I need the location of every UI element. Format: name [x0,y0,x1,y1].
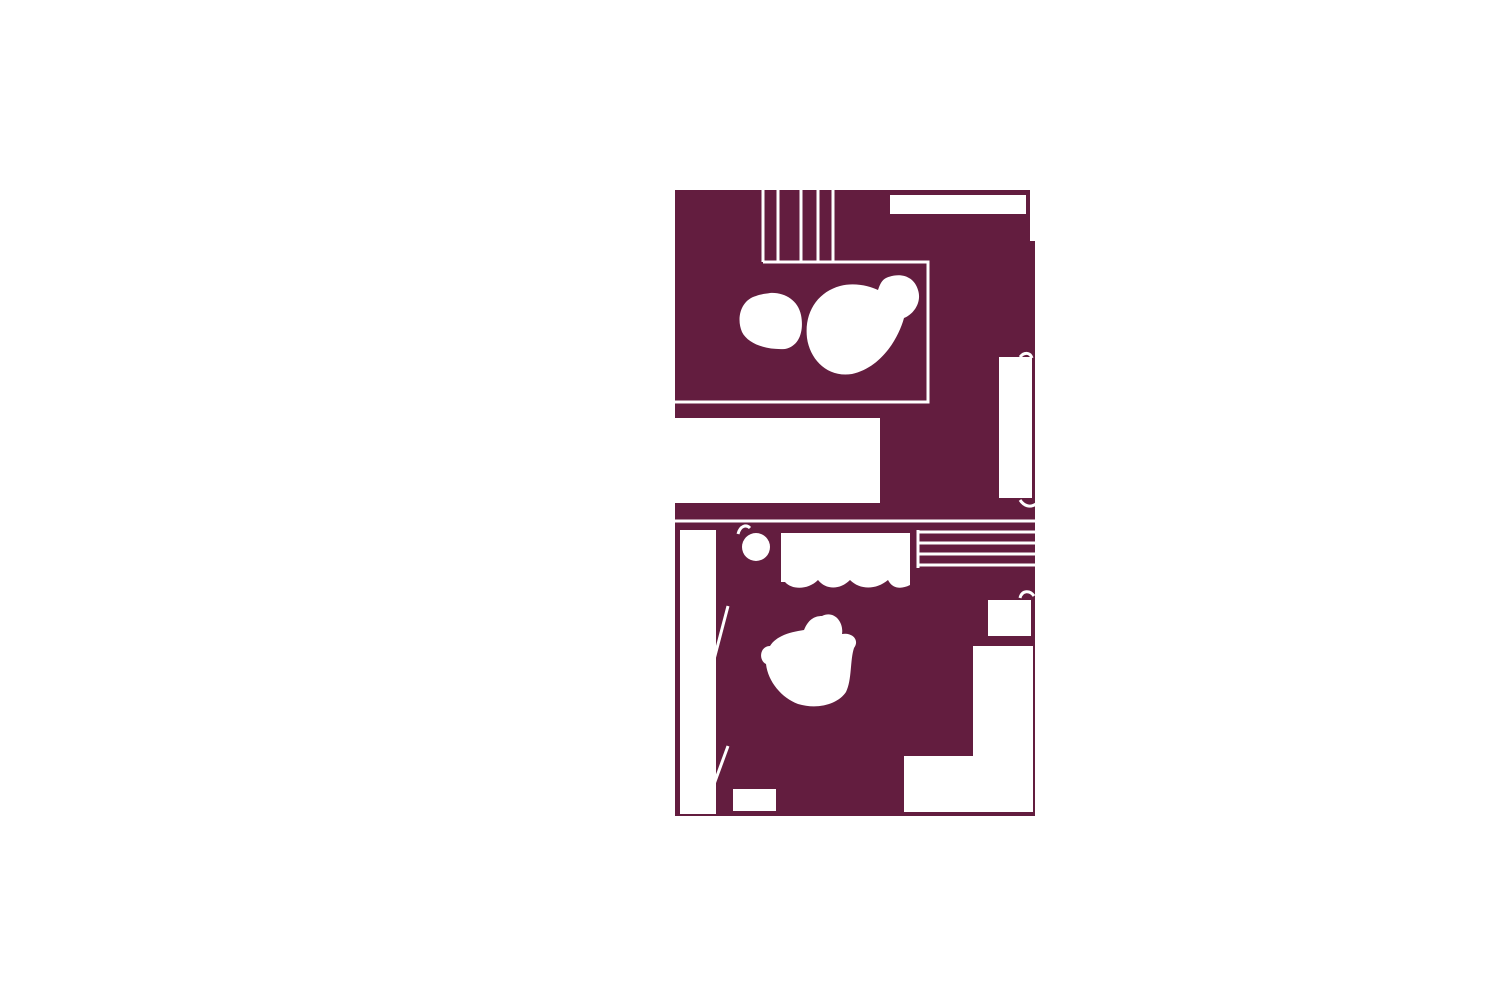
upper-room [674,189,1037,508]
right-wall-cabinet [999,357,1032,498]
floor-lamp [742,533,770,561]
top-window-strip [890,195,1026,214]
armchair-shape [739,292,802,350]
lower-room [680,524,1036,814]
right-cabinet-handle [1018,351,1034,359]
lower-staircase [916,530,1036,568]
round-table-shape [806,275,920,375]
right-door-swing-2 [1018,590,1036,599]
l-shaped-unit [904,646,1033,812]
bottom-left-box [733,789,776,811]
outer-wall-outline [673,188,1037,818]
counter-block [674,418,880,503]
sofa-shape [781,533,910,588]
right-small-cabinet [988,600,1031,636]
lamp-arc [736,524,752,535]
right-door-swing-1 [1018,499,1037,508]
upper-staircase [761,189,835,262]
inner-room-outline [674,260,930,404]
left-wardrobe-door-1 [704,605,730,691]
left-wardrobe-door-2 [704,745,730,807]
coffee-table-shape [761,614,857,707]
